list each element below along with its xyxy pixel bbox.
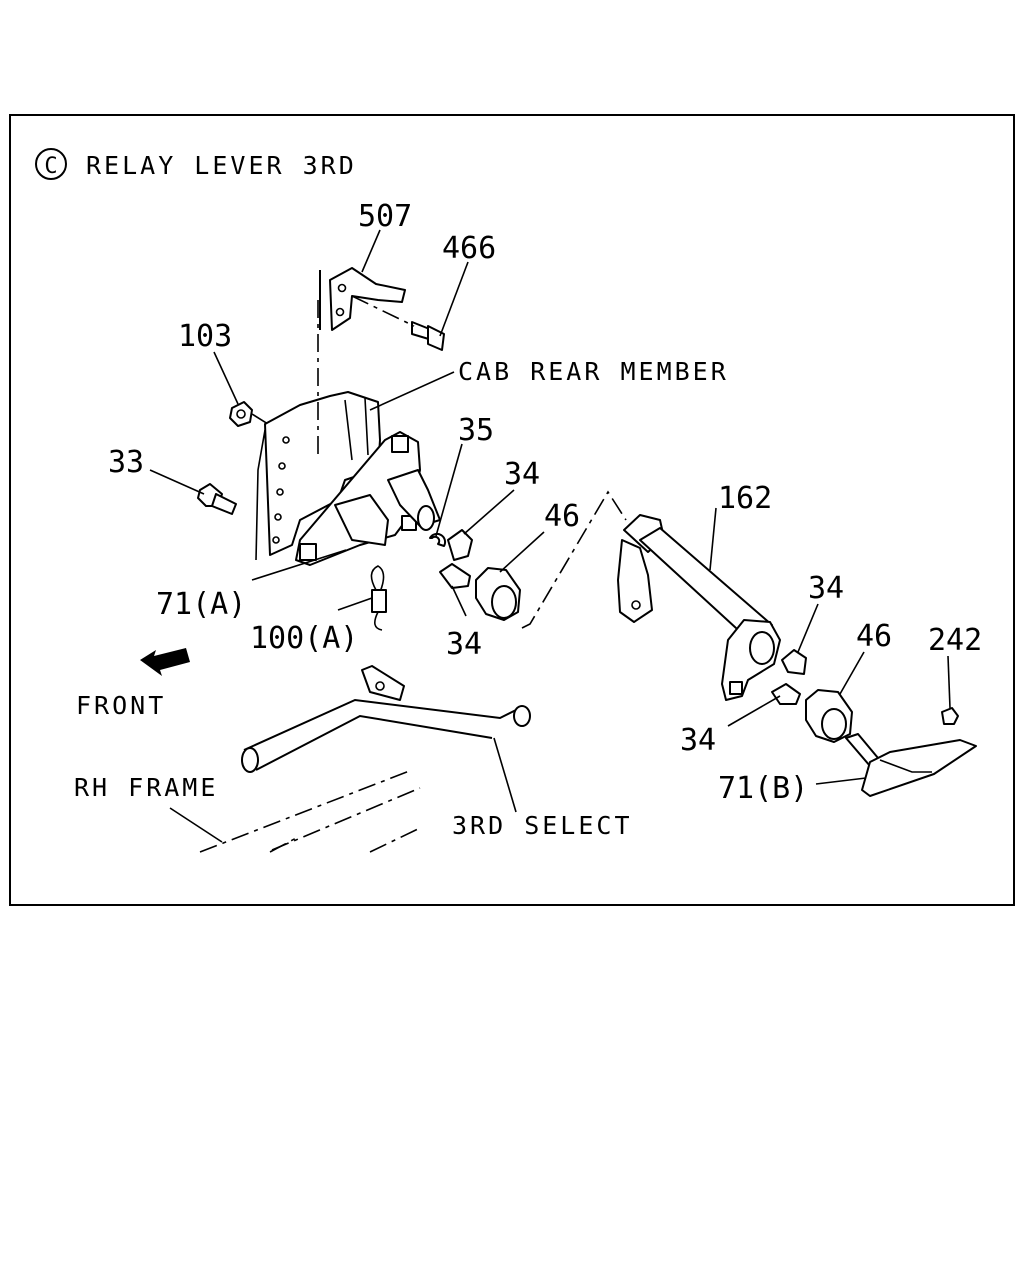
- part-100a-spring: [370, 565, 387, 631]
- label-front: FRONT: [76, 691, 166, 720]
- part-507-bracket: [319, 267, 406, 331]
- label-rh-frame: RH FRAME: [74, 773, 218, 802]
- leader-lines: [149, 229, 951, 843]
- part-71b-pin-bracket: [845, 733, 977, 797]
- part-103-nut: [229, 401, 269, 427]
- part-33-bolt: [197, 483, 237, 515]
- label-part-103: 103: [178, 319, 232, 354]
- part-34-bushing-upper-right: [781, 649, 807, 675]
- label-part-46-left: 46: [544, 499, 580, 534]
- part-34-bushing-upper-left: [447, 529, 473, 561]
- label-part-71a: 71(A): [156, 587, 246, 622]
- label-part-33: 33: [108, 445, 144, 480]
- label-part-242: 242: [928, 623, 982, 658]
- part-466-bolt: [351, 295, 445, 351]
- part-34-bushing-lower-right: [771, 683, 801, 705]
- label-part-466: 466: [442, 231, 496, 266]
- diagram-frame: [9, 114, 1015, 906]
- part-242-nut: [941, 707, 959, 725]
- part-162-relay-tube: [617, 514, 781, 701]
- label-part-507: 507: [358, 199, 412, 234]
- label-part-162: 162: [718, 481, 772, 516]
- label-part-34-right-upper: 34: [808, 571, 844, 606]
- part-46-boot-right: [805, 689, 853, 743]
- title-text: RELAY LEVER 3RD: [86, 151, 357, 180]
- label-part-35: 35: [458, 413, 494, 448]
- label-cab-rear-member: CAB REAR MEMBER: [458, 357, 729, 386]
- label-part-100a: 100(A): [250, 621, 358, 656]
- title-circle-symbol: [35, 148, 67, 180]
- part-35-ring: [429, 532, 447, 547]
- rh-frame: [199, 769, 421, 853]
- front-arrow-icon: [140, 648, 190, 676]
- label-part-46-right: 46: [856, 619, 892, 654]
- label-3rd-select: 3RD SELECT: [452, 811, 633, 840]
- third-select-rod: [241, 665, 531, 773]
- diagram-title: C RELAY LEVER 3RD: [35, 148, 357, 180]
- title-symbol-letter: C: [44, 154, 57, 179]
- label-part-34-lower-left: 34: [446, 627, 482, 662]
- label-part-71b: 71(B): [718, 771, 808, 806]
- part-34-bushing-lower-left: [439, 563, 471, 589]
- part-46-boot-left: [475, 567, 521, 621]
- label-part-34-right-lower: 34: [680, 723, 716, 758]
- label-part-34-upper: 34: [504, 457, 540, 492]
